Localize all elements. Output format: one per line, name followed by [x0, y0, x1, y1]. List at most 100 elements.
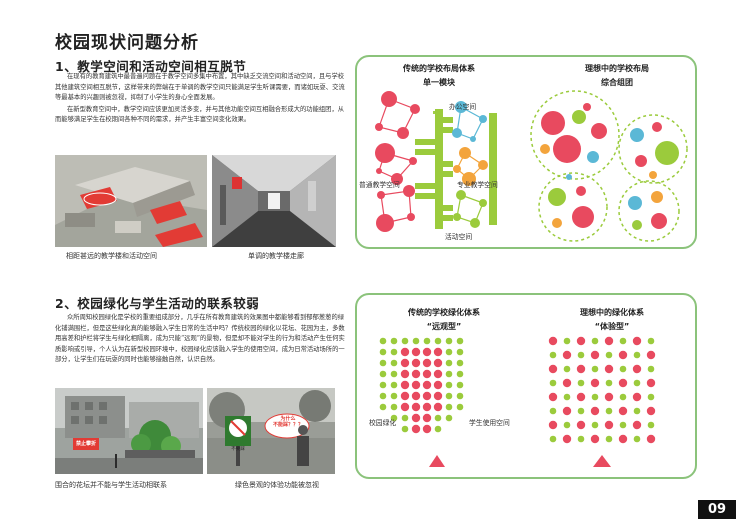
- greening-red-dot: [411, 424, 421, 434]
- greening-red-dot: [632, 364, 642, 374]
- greening-green-dot: [445, 370, 453, 378]
- greening-red-dot: [618, 406, 628, 416]
- greening-red-dot: [590, 434, 600, 444]
- greening-red-dot: [433, 347, 443, 357]
- greening-green-dot: [633, 379, 641, 387]
- label-special-teaching: 专业教学空间: [457, 181, 498, 189]
- greening-red-dot: [632, 420, 642, 430]
- section1-caption1: 相距甚远的教学楼和活动空间: [66, 252, 157, 260]
- greening-red-dot: [433, 391, 443, 401]
- greening-green-dot: [647, 365, 655, 373]
- greening-green-dot: [633, 407, 641, 415]
- greening-green-dot: [456, 370, 464, 378]
- greening-green-dot: [605, 435, 613, 443]
- greening-red-dot: [433, 402, 443, 412]
- greening-green-dot: [379, 381, 387, 389]
- greening-green-dot: [456, 381, 464, 389]
- corridor-photo: [212, 155, 336, 247]
- greening-diagram-graphic: [379, 336, 656, 467]
- greening-red-dot: [576, 336, 586, 346]
- greening-green-dot: [456, 403, 464, 411]
- section1-caption2: 单调的教学楼走廊: [248, 252, 304, 260]
- label-activity-space: 活动空间: [445, 233, 473, 241]
- greening-green-dot: [390, 414, 398, 422]
- label-student-space: 学生使用空间: [469, 419, 510, 427]
- greening-green-dot: [379, 392, 387, 400]
- greening-green-dot: [456, 348, 464, 356]
- greening-green-dot: [563, 393, 571, 401]
- greening-green-dot: [390, 403, 398, 411]
- section1-text: 在现有的教育建筑中最普遍问题在于教学空间多集中布置，其中缺乏交流空间和活动空间，…: [55, 72, 347, 126]
- label-office-space: 办公空间: [449, 103, 477, 111]
- greening-green-dot: [605, 407, 613, 415]
- greening-red-dot: [562, 378, 572, 388]
- lawn-sign-photo: 为什么 不能踩？？？ 不要踩: [207, 388, 335, 474]
- greening-green-dot: [619, 365, 627, 373]
- greening-green-dot: [379, 370, 387, 378]
- greening-red-dot: [422, 413, 432, 423]
- greening-red-dot: [422, 402, 432, 412]
- greening-red-dot: [411, 347, 421, 357]
- greening-red-dot: [562, 350, 572, 360]
- layout-diagram-graphic: [375, 90, 688, 242]
- greening-green-dot: [647, 421, 655, 429]
- greening-green-dot: [423, 337, 431, 345]
- greening-green-dot: [445, 337, 453, 345]
- greening-right-title: 理想中的绿化体系: [580, 308, 644, 317]
- greening-green-dot: [577, 435, 585, 443]
- greening-red-dot: [646, 378, 656, 388]
- greening-green-dot: [390, 337, 398, 345]
- greening-green-dot: [563, 421, 571, 429]
- greening-right-subtitle: “体验型”: [594, 322, 630, 331]
- greening-red-dot: [548, 364, 558, 374]
- greening-red-dot: [562, 406, 572, 416]
- greening-diagram-panel: 传统的学校绿化体系 “远观型” 理想中的绿化体系 “体验型” 校园绿化 学生使用…: [355, 293, 697, 479]
- greening-green-dot: [445, 359, 453, 367]
- greening-green-dot: [549, 435, 557, 443]
- section1-para1: 在现有的教育建筑中最普遍问题在于教学空间多集中布置，其中缺乏交流空间和活动空间，…: [55, 73, 345, 102]
- greening-red-dot: [411, 358, 421, 368]
- greening-red-dot: [411, 391, 421, 401]
- label-campus-greening: 校园绿化: [369, 419, 397, 427]
- greening-red-dot: [576, 364, 586, 374]
- greening-red-dot: [411, 402, 421, 412]
- greening-green-dot: [549, 351, 557, 359]
- greening-green-dot: [591, 393, 599, 401]
- layout-right-subtitle: 综合组团: [601, 78, 633, 87]
- greening-red-dot: [646, 406, 656, 416]
- greening-green-dot: [591, 421, 599, 429]
- greening-red-dot: [562, 434, 572, 444]
- greening-green-dot: [401, 414, 409, 422]
- section1-heading: 1、教学空间和活动空间相互脱节: [55, 59, 247, 74]
- greening-red-dot: [433, 369, 443, 379]
- greening-green-dot: [456, 337, 464, 345]
- greening-green-dot: [563, 337, 571, 345]
- greening-green-dot: [633, 351, 641, 359]
- section1-para2: 在新型教育空间中，教学空间应该更加灵活多变，并与其他功能空间互相融合形成大的功能…: [55, 105, 345, 124]
- sign-no-stepping: 不要踩: [231, 447, 245, 452]
- greening-red-dot: [411, 380, 421, 390]
- section2-para: 众所周知校园绿化是学校的重要组成部分，几乎在所有教育建筑的效果图中都能够看到郁郁…: [55, 314, 345, 364]
- greening-red-dot: [422, 380, 432, 390]
- section2-caption2: 绿色景观的体验功能被忽视: [235, 481, 319, 489]
- section2-heading: 2、校园绿化与学生活动的联系较弱: [55, 296, 260, 311]
- greening-red-dot: [604, 392, 614, 402]
- greening-red-dot: [646, 350, 656, 360]
- greening-green-dot: [591, 337, 599, 345]
- arrow-triangle-left: [429, 455, 445, 467]
- greening-red-dot: [646, 434, 656, 444]
- greening-green-dot: [619, 421, 627, 429]
- greening-red-dot: [422, 347, 432, 357]
- layout-left-subtitle: 单一模块: [423, 78, 455, 87]
- greening-red-dot: [618, 434, 628, 444]
- greening-green-dot: [577, 407, 585, 415]
- greening-red-dot: [604, 364, 614, 374]
- layout-right-title: 理想中的学校布局: [585, 64, 649, 73]
- greening-red-dot: [400, 402, 410, 412]
- greening-red-dot: [433, 358, 443, 368]
- aerial-campus-photo: [55, 155, 207, 247]
- greening-red-dot: [618, 378, 628, 388]
- greening-red-dot: [422, 369, 432, 379]
- greening-red-dot: [590, 406, 600, 416]
- greening-green-dot: [619, 337, 627, 345]
